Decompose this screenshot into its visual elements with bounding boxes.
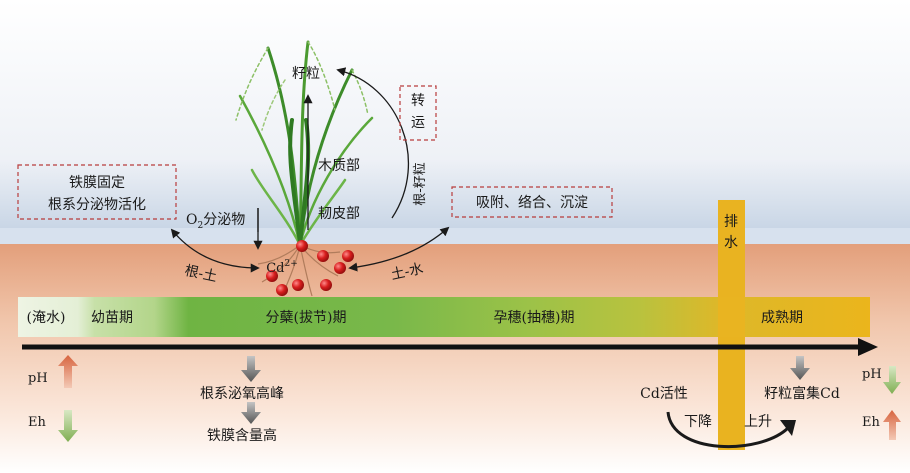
grain-cd-arrow-icon bbox=[790, 356, 810, 380]
ph-down-arrow-icon bbox=[883, 366, 901, 394]
cd-activity-label: Cd活性 bbox=[640, 386, 688, 402]
cd-ball bbox=[342, 250, 354, 262]
iron-line-1: 铁膜固定 bbox=[69, 175, 125, 191]
root-grain-label: 根-籽粒 bbox=[413, 162, 428, 205]
iron-box bbox=[17, 164, 177, 220]
stage-tillering: 分蘖(拔节)期 bbox=[266, 310, 347, 326]
cd-ball bbox=[296, 240, 308, 252]
drain-label-char-2: 水 bbox=[724, 235, 738, 251]
ph-right-label: pH bbox=[862, 367, 882, 382]
increase-label: 上升 bbox=[744, 414, 772, 430]
eh-left-label: Eh bbox=[28, 415, 46, 430]
soil-water-label: 土-水 bbox=[389, 261, 424, 283]
iron-high-arrow-icon bbox=[241, 402, 261, 424]
eh-down-arrow-icon bbox=[58, 410, 78, 442]
transport-box bbox=[399, 85, 437, 141]
transport-char-2: 运 bbox=[411, 115, 425, 131]
transport-char-1: 转 bbox=[411, 93, 425, 109]
stage-maturity: 成熟期 bbox=[761, 310, 803, 326]
peak-oxygen-label: 根系泌氧高峰 bbox=[200, 385, 284, 402]
grain-label: 籽粒 bbox=[292, 66, 320, 82]
peak-oxygen-arrow-icon bbox=[241, 356, 261, 382]
cd-ball bbox=[320, 279, 332, 291]
drain-column-lower bbox=[718, 297, 745, 450]
cd-change-arrowhead bbox=[780, 420, 796, 436]
drain-label-char-1: 排 bbox=[724, 214, 738, 230]
xylem-label: 木质部 bbox=[318, 158, 360, 174]
stage-flooding: (淹水) bbox=[27, 310, 66, 326]
ph-left-label: pH bbox=[28, 371, 48, 386]
grain-cd-label: 籽粒富集Cd bbox=[764, 385, 840, 402]
timeline-arrowhead bbox=[858, 338, 878, 356]
adsorb-label: 吸附、络合、沉淀 bbox=[476, 195, 588, 211]
cd-ball bbox=[292, 279, 304, 291]
sky-background bbox=[0, 0, 910, 228]
ph-up-arrow-icon bbox=[58, 355, 78, 388]
stage-seedling: 幼苗期 bbox=[91, 310, 133, 326]
cd-ball bbox=[266, 270, 278, 282]
root-soil-arrow bbox=[170, 228, 260, 273]
cd-ion-label: Cd2+ bbox=[266, 259, 298, 276]
iron-high-label: 铁膜含量高 bbox=[207, 427, 277, 444]
cd-ball bbox=[276, 284, 288, 296]
iron-line-2: 根系分泌物活化 bbox=[48, 197, 146, 213]
cd-change-curve bbox=[666, 411, 790, 449]
process-arrows bbox=[170, 67, 450, 273]
soil-background bbox=[0, 244, 910, 473]
eh-right-label: Eh bbox=[862, 415, 880, 430]
root-soil-label: 根-土 bbox=[183, 263, 218, 285]
eh-up-arrow-icon bbox=[883, 410, 901, 440]
phloem-label: 韧皮部 bbox=[318, 206, 360, 222]
rice-plant bbox=[235, 40, 374, 247]
cd-ball bbox=[317, 250, 329, 262]
soil-water-arrow bbox=[348, 226, 450, 272]
stage-booting: 孕穗(抽穗)期 bbox=[494, 310, 575, 326]
decrease-label: 下降 bbox=[684, 414, 712, 430]
cd-ball bbox=[334, 262, 346, 274]
o2-secretion-label: O2分泌物 bbox=[186, 212, 245, 231]
water-layer bbox=[0, 228, 910, 244]
root-grain-arrow bbox=[336, 67, 409, 219]
adsorb-box bbox=[451, 186, 613, 218]
